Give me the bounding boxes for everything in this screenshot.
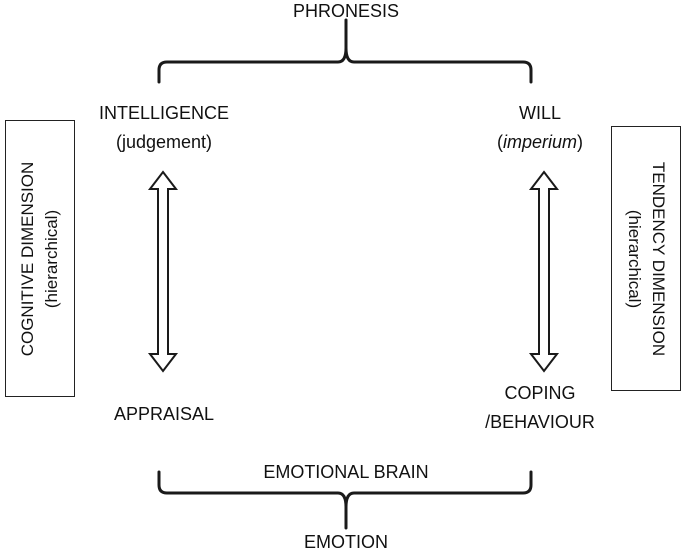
appraisal-label: APPRAISAL xyxy=(113,404,215,424)
emotional-brain-label: EMOTIONAL BRAIN xyxy=(263,462,429,482)
cognitive-dimension-title: COGNITIVE DIMENSION xyxy=(18,161,37,356)
left-double-arrow xyxy=(147,170,179,373)
phronesis-label: PHRONESIS xyxy=(292,1,400,21)
cognitive-dimension-text: COGNITIVE DIMENSION (hierarchical) xyxy=(16,161,64,356)
right-double-arrow xyxy=(528,170,560,373)
emotion-label: EMOTION xyxy=(304,532,388,552)
imperium-open-paren: ( xyxy=(496,132,503,152)
tendency-dimension-title: TENDENCY DIMENSION xyxy=(649,161,668,356)
imperium-close-paren: ) xyxy=(577,132,583,152)
top-brace xyxy=(157,18,533,84)
behaviour-label: /BEHAVIOUR xyxy=(485,412,595,432)
judgement-label: (judgement) xyxy=(115,132,213,152)
tendency-dimension-subtitle: (hierarchical) xyxy=(625,209,644,308)
will-label: WILL xyxy=(518,103,561,123)
intelligence-label: INTELLIGENCE xyxy=(98,103,230,123)
bottom-brace xyxy=(157,470,533,530)
tendency-dimension-text: TENDENCY DIMENSION (hierarchical) xyxy=(622,161,670,355)
imperium-word: imperium xyxy=(502,132,577,152)
tendency-dimension-box: TENDENCY DIMENSION (hierarchical) xyxy=(611,126,681,391)
imperium-label: (imperium) xyxy=(460,131,620,153)
cognitive-dimension-box: COGNITIVE DIMENSION (hierarchical) xyxy=(5,120,75,397)
cognitive-dimension-subtitle: (hierarchical) xyxy=(42,209,61,308)
coping-label: COPING xyxy=(504,383,576,403)
